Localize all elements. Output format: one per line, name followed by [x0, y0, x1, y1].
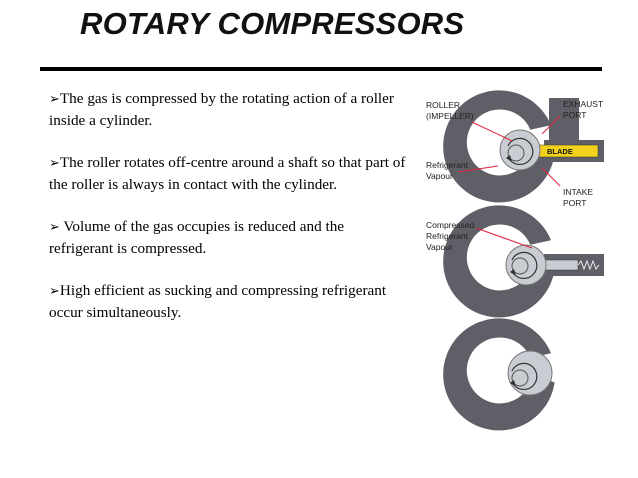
cylinder-casing [443, 90, 555, 203]
bullet-text: High efficient as sucking and compressin… [49, 282, 387, 321]
compressor-stage-3 [443, 318, 555, 431]
shaft [511, 369, 529, 387]
roller-leader-line [471, 121, 513, 142]
slide-title: ROTARY COMPRESSORS [80, 6, 465, 41]
exhaust-port [549, 98, 579, 142]
bullet-text: The roller rotates off-centre around a s… [49, 154, 406, 193]
rotary-compressor-diagram: ROLLER (IMPELLER) EXHAUST PORT BLADE Ref… [426, 90, 604, 431]
compressed-vapour-label-2: Refrigerant [426, 231, 469, 241]
exhaust-leader-line [541, 115, 561, 135]
bullet-item: ➢High efficient as sucking and compressi… [49, 280, 409, 323]
exhaust-port-label-2: PORT [563, 110, 586, 120]
refrigerant-vapour-label-2: Vapour [426, 171, 453, 181]
shaft [507, 144, 525, 162]
title-underline [40, 67, 602, 71]
compressor-stage-2: Compressed Refrigerant Vapour [426, 205, 604, 318]
compressed-vapour-label: Compressed [426, 220, 474, 230]
bullet-arrow-icon: ➢ [49, 220, 60, 235]
bullet-item: ➢ Volume of the gas occupies is reduced … [49, 216, 409, 259]
intake-port-label-2: PORT [563, 198, 586, 208]
bullet-arrow-icon: ➢ [49, 156, 60, 171]
bullet-list: ➢The gas is compressed by the rotating a… [49, 88, 409, 344]
roller [507, 350, 553, 396]
cylinder-casing [443, 318, 555, 431]
compressed-leader-line [475, 227, 533, 249]
impeller-label: (IMPELLER) [426, 111, 474, 121]
exhaust-port-label: EXHAUST [563, 99, 603, 109]
roller-label: ROLLER [426, 100, 460, 110]
rotation-arrowhead [506, 155, 512, 162]
shaft [511, 257, 529, 275]
cylinder-casing [443, 205, 555, 318]
rotation-arrow [511, 251, 538, 280]
rotation-arrowhead [510, 269, 516, 276]
bullet-arrow-icon: ➢ [49, 284, 60, 299]
rotation-arrow [507, 137, 534, 166]
bullet-item: ➢The gas is compressed by the rotating a… [49, 88, 409, 131]
bullet-text: The gas is compressed by the rotating ac… [49, 90, 394, 129]
rotation-arrowhead [510, 380, 516, 387]
bullet-item: ➢The roller rotates off-centre around a … [49, 152, 409, 195]
intake-port-label: INTAKE [563, 187, 593, 197]
compressor-stage-1: ROLLER (IMPELLER) EXHAUST PORT BLADE Ref… [426, 90, 604, 208]
refrigerant-leader-line [457, 165, 499, 173]
bullet-arrow-icon: ➢ [49, 92, 60, 107]
bullet-text: Volume of the gas occupies is reduced an… [49, 218, 345, 257]
compressed-vapour-label-3: Vapour [426, 242, 453, 252]
rotation-arrow [511, 362, 538, 391]
refrigerant-vapour-label: Refrigerant [426, 160, 469, 170]
blade-label: BLADE [547, 147, 573, 156]
spring [577, 259, 600, 271]
intake-leader-line [541, 167, 561, 187]
